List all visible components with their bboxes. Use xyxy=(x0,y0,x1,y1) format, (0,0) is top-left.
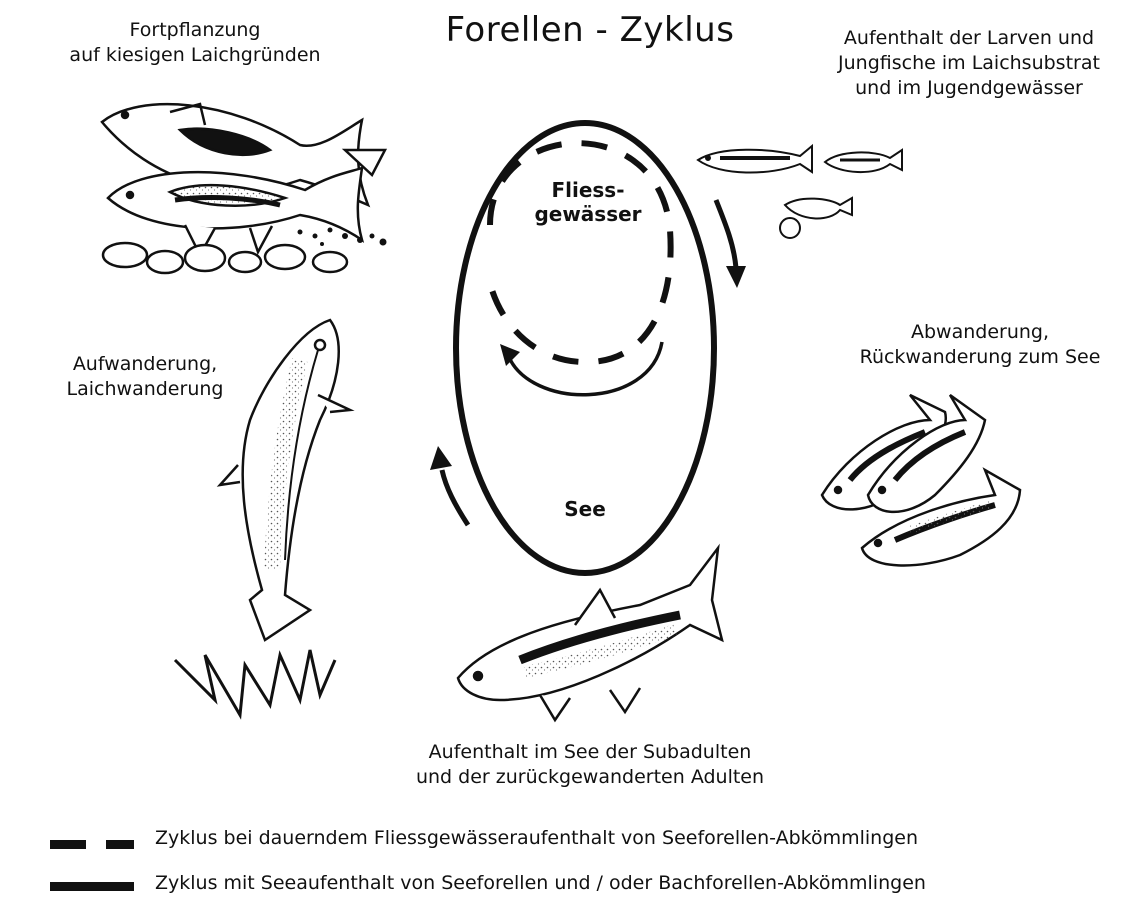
caption-spawning-line-2: auf kiesigen Laichgründen xyxy=(30,43,360,68)
juvenile-fish-illustration xyxy=(698,146,902,238)
caption-downstream-line-1: Abwanderung, xyxy=(830,320,1130,345)
caption-larvae-line-3: und im Jugendgewässer xyxy=(800,76,1138,101)
caption-spawning: Fortpflanzung auf kiesigen Laichgründen xyxy=(30,18,360,68)
legend-item-dashed: Zyklus bei dauerndem Fliessgewässeraufen… xyxy=(40,825,1100,855)
caption-upstream-line-2: Laichwanderung xyxy=(30,377,260,402)
caption-larvae-line-2: Jungfische im Laichsubstrat xyxy=(800,51,1138,76)
up-arrow-head xyxy=(430,446,452,470)
caption-larvae-line-1: Aufenthalt der Larven und xyxy=(800,26,1138,51)
caption-lake-stay: Aufenthalt im See der Subadulten und der… xyxy=(340,740,840,790)
caption-downstream-line-2: Rückwanderung zum See xyxy=(830,345,1130,370)
caption-spawning-line-1: Fortpflanzung xyxy=(30,18,360,43)
caption-lake-stay-line-1: Aufenthalt im See der Subadulten xyxy=(340,740,840,765)
caption-downstream: Abwanderung, Rückwanderung zum See xyxy=(830,320,1130,370)
spawning-eggs xyxy=(298,228,387,247)
legend-text-dashed: Zyklus bei dauerndem Fliessgewässeraufen… xyxy=(155,825,918,851)
node-label-stream: Fliess- gewässer xyxy=(508,178,668,226)
node-label-stream-line-2: gewässer xyxy=(508,202,668,226)
legend-item-solid: Zyklus mit Seeaufenthalt von Seeforellen… xyxy=(40,870,1100,900)
node-label-lake: See xyxy=(545,497,625,521)
dashed-cycle-loop xyxy=(490,143,671,362)
downstream-fish-illustration xyxy=(822,395,1020,565)
down-arrow-shaft xyxy=(716,200,736,268)
caption-upstream-line-1: Aufwanderung, xyxy=(30,352,260,377)
node-label-stream-line-1: Fliess- xyxy=(508,178,668,202)
inner-return-arc xyxy=(508,342,662,395)
up-arrow-shaft xyxy=(442,470,468,525)
down-arrow-head xyxy=(726,266,746,288)
legend-text-solid: Zyklus mit Seeaufenthalt von Seeforellen… xyxy=(155,870,926,896)
diagram-title: Forellen - Zyklus xyxy=(400,10,780,50)
caption-lake-stay-line-2: und der zurückgewanderten Adulten xyxy=(340,765,840,790)
caption-upstream: Aufwanderung, Laichwanderung xyxy=(30,352,260,402)
caption-larvae: Aufenthalt der Larven und Jungfische im … xyxy=(800,26,1138,101)
spawning-fish-illustration xyxy=(102,104,385,273)
